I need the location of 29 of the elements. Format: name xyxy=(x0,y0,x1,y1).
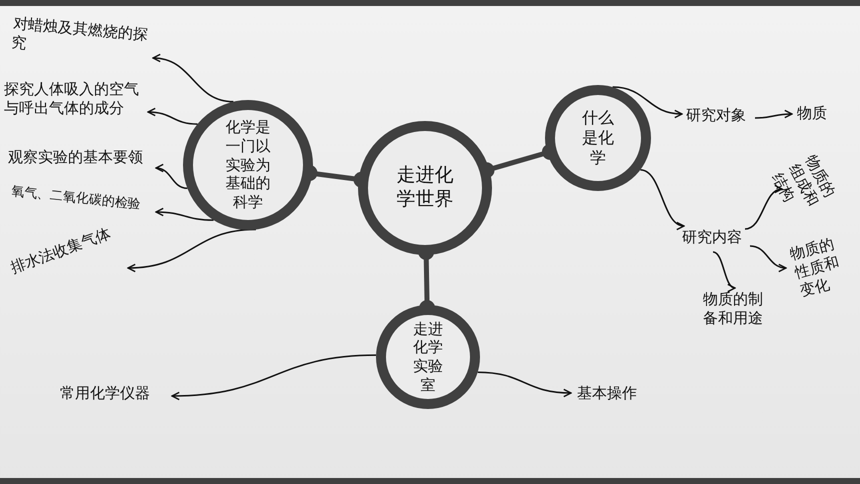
branch-text: 研究对象 xyxy=(686,106,756,125)
curved-arrow xyxy=(171,354,376,400)
curved-arrow xyxy=(750,245,787,272)
topic-text: 什么是化学 xyxy=(581,108,615,168)
branch-text: 物质 xyxy=(797,104,837,123)
curved-arrow xyxy=(754,110,793,119)
curved-arrow xyxy=(152,54,234,102)
curved-arrow xyxy=(127,228,256,272)
curved-arrow xyxy=(612,86,683,118)
branch-text: 排水法收集气体 xyxy=(8,218,128,278)
branch-text: 基本操作 xyxy=(577,384,657,403)
curved-arrow xyxy=(640,169,685,229)
topic-text: 走进化学实验室 xyxy=(412,320,444,394)
curved-arrow xyxy=(147,108,198,125)
branch-text: 研究内容 xyxy=(682,228,752,247)
curved-arrow xyxy=(155,164,188,190)
curved-arrow xyxy=(478,371,572,398)
topic-text: 化学是一门以实验为基础的科学 xyxy=(224,118,272,212)
branch-text: 观察实验的基本要领 xyxy=(8,148,158,167)
curved-arrow xyxy=(155,208,214,221)
branch-text: 对蜡烛及其燃烧的探究 xyxy=(10,14,158,64)
branch-text: 物质的性质和变化 xyxy=(788,234,849,300)
topic-text: 走进化学世界 xyxy=(396,164,454,212)
branch-text: 探究人体吸入的空气与呼出气体的成分 xyxy=(4,80,144,118)
branch-text: 氧气、二氧化碳的检验 xyxy=(10,184,162,216)
branch-text: 常用化学仪器 xyxy=(60,384,170,403)
curved-arrow xyxy=(744,186,783,230)
branch-text: 物质的制备和用途 xyxy=(703,290,767,328)
curved-arrow xyxy=(712,251,736,290)
